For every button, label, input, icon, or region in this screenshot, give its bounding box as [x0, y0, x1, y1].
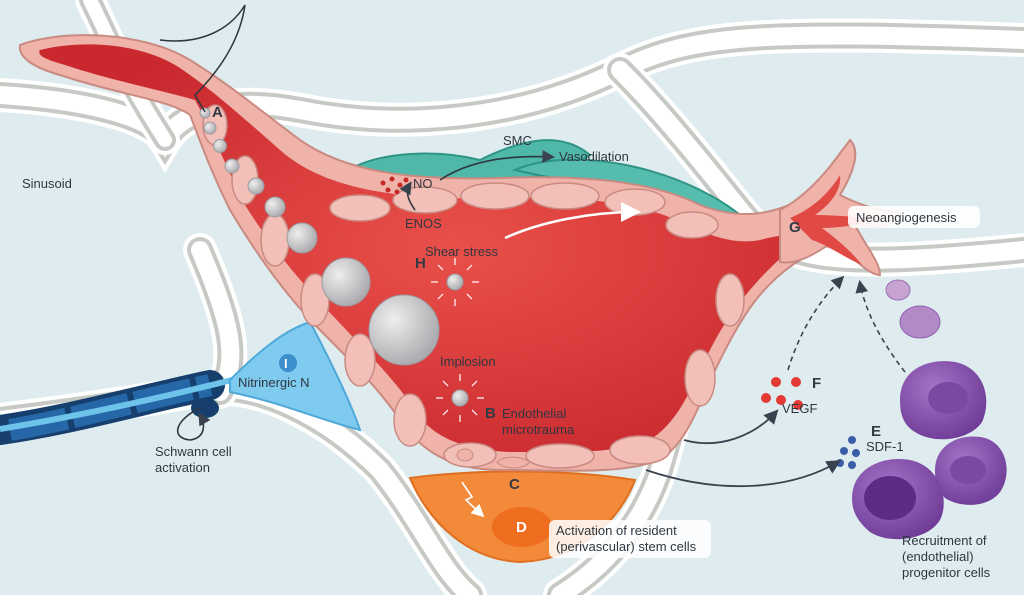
marker-d: D: [516, 519, 527, 536]
marker-i: I: [284, 356, 288, 371]
vegf-molecules: [761, 377, 803, 410]
recruitment-label-line2: (endothelial): [902, 549, 974, 564]
activation-label-line2: (perivascular) stem cells: [556, 539, 697, 554]
recruitment-label-line3: progenitor cells: [902, 565, 991, 580]
sinusoid-label: Sinusoid: [22, 176, 72, 191]
marker-f: F: [812, 375, 821, 392]
blood-vessel: [18, 34, 827, 472]
marker-b: B: [485, 405, 496, 422]
catheter-line: [159, 4, 246, 113]
smc-label: SMC: [503, 133, 532, 148]
recruitment-label-line1: Recruitment of: [902, 533, 987, 548]
marker-h: H: [415, 255, 426, 272]
no-label: NO: [413, 176, 433, 191]
vegf-label: VEGF: [782, 401, 817, 416]
nitrinergic-nerve: [0, 320, 362, 445]
implosion-label: Implosion: [440, 354, 496, 369]
nitrinergic-label: Nitrinergic N: [238, 375, 310, 390]
marker-a: A: [212, 104, 223, 121]
schwann-label-line2: activation: [155, 460, 210, 475]
marker-c: C: [509, 476, 520, 493]
marker-e: E: [871, 423, 881, 440]
vasodilation-label: Vasodilation: [559, 149, 629, 164]
implosion-sparks: [431, 258, 484, 422]
schwann-label-line1: Schwann cell: [155, 444, 232, 459]
activation-label-line1: Activation of resident: [556, 523, 677, 538]
enos-label: ENOS: [405, 216, 442, 231]
shear-stress-label: Shear stress: [425, 244, 498, 259]
neoangiogenesis-label-bg: [848, 206, 980, 228]
progenitor-cells: [852, 279, 1007, 540]
activation-label-bg: [549, 520, 711, 558]
neoangiogenesis-label: Neoangiogenesis: [856, 210, 957, 225]
sdf1-label: SDF-1: [866, 439, 904, 454]
marker-g: G: [789, 219, 801, 236]
marker-i-bg: [279, 354, 297, 372]
endothelial-label-line1: Endothelial: [502, 406, 566, 421]
endothelial-label-line2: microtrauma: [502, 422, 575, 437]
arrows: [399, 150, 906, 518]
